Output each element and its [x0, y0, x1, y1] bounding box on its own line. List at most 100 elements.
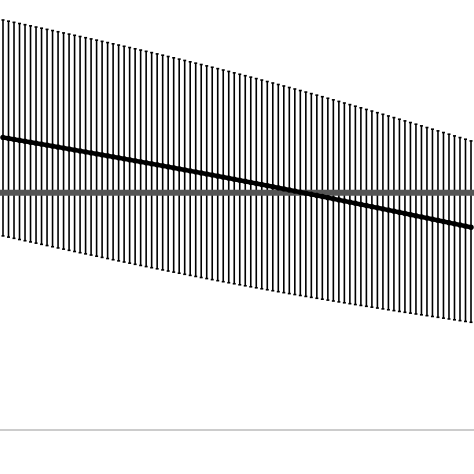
mean-point: [363, 202, 370, 209]
mean-point: [391, 208, 397, 214]
mean-point: [71, 147, 78, 153]
baseline-point: [369, 190, 375, 196]
baseline-point: [457, 190, 463, 196]
mean-point: [104, 153, 111, 159]
mean-point: [209, 172, 216, 178]
mean-point: [407, 211, 414, 218]
mean-point: [165, 164, 171, 170]
baseline-point: [0, 190, 6, 196]
baseline-point: [77, 190, 83, 196]
baseline-point: [275, 190, 281, 196]
baseline-point: [182, 190, 188, 196]
mean-point: [418, 214, 425, 220]
baseline-point: [154, 190, 160, 196]
mean-point: [402, 210, 408, 217]
baseline-point: [99, 190, 105, 196]
mean-point: [468, 224, 474, 231]
baseline-point: [440, 190, 447, 196]
mean-point: [220, 174, 227, 180]
baseline-point: [462, 190, 469, 196]
baseline-point: [270, 190, 276, 196]
baseline-point: [231, 190, 237, 196]
baseline-point: [325, 190, 331, 196]
mean-point: [308, 191, 315, 198]
mean-point: [225, 175, 232, 181]
baseline-point: [160, 190, 166, 196]
baseline-point: [336, 190, 342, 196]
mean-point: [435, 217, 441, 224]
baseline-point: [171, 190, 177, 196]
baseline-point: [27, 190, 34, 196]
mean-point: [303, 190, 309, 197]
mean-point: [99, 152, 105, 158]
mean-point: [187, 168, 193, 174]
mean-point: [192, 169, 199, 175]
mean-point: [38, 141, 45, 147]
mean-group: [0, 134, 474, 231]
baseline-point: [71, 190, 78, 196]
mean-point: [446, 219, 452, 226]
baseline-point: [418, 190, 425, 196]
mean-point: [55, 144, 61, 150]
baseline-point: [143, 190, 149, 196]
baseline-point: [242, 190, 248, 196]
mean-point: [286, 187, 293, 193]
baseline-point: [22, 190, 28, 196]
baseline-point: [226, 190, 232, 196]
mean-point: [33, 140, 39, 147]
baseline-point: [215, 190, 221, 196]
mean-point: [281, 186, 287, 192]
mean-point: [49, 143, 56, 149]
mean-point: [462, 223, 469, 229]
mean-point: [181, 167, 188, 173]
baseline-point: [105, 190, 111, 196]
mean-point: [27, 139, 34, 146]
mean-point: [264, 182, 271, 189]
baseline-point: [38, 190, 45, 196]
baseline-point: [66, 190, 72, 196]
mean-point: [380, 206, 386, 212]
mean-point: [429, 216, 436, 223]
baseline-point: [259, 190, 265, 196]
mean-point: [396, 209, 403, 216]
baseline-group: [0, 189, 474, 196]
baseline-point: [110, 190, 116, 196]
mean-point: [247, 179, 254, 186]
mean-point: [121, 156, 127, 162]
mean-point: [269, 183, 276, 190]
baseline-point: [209, 190, 215, 196]
mean-point: [457, 222, 463, 228]
mean-point: [66, 146, 72, 152]
baseline-point: [347, 190, 353, 196]
mean-point: [352, 200, 359, 207]
mean-point: [341, 198, 348, 204]
baseline-point: [358, 190, 364, 196]
baseline-point: [116, 190, 122, 196]
baseline-point: [352, 190, 358, 196]
baseline-point: [468, 190, 474, 196]
mean-point: [115, 155, 122, 161]
mean-point: [170, 165, 177, 171]
baseline-point: [165, 190, 171, 196]
baseline-point: [237, 190, 243, 196]
baseline-point: [60, 190, 67, 196]
mean-point: [214, 173, 221, 179]
mean-point: [369, 203, 375, 210]
mean-point: [325, 194, 331, 201]
baseline-point: [248, 190, 254, 196]
baseline-point: [413, 190, 419, 196]
mean-point: [176, 166, 182, 172]
baseline-point: [264, 190, 270, 196]
baseline-point: [330, 190, 336, 196]
mean-point: [440, 218, 447, 225]
baseline-point: [407, 190, 414, 196]
mean-point: [44, 142, 50, 148]
baseline-point: [380, 190, 386, 196]
baseline-point: [429, 190, 436, 196]
mean-point: [93, 151, 100, 157]
baseline-point: [374, 190, 380, 196]
mean-point: [413, 212, 419, 219]
baseline-point: [220, 190, 226, 196]
